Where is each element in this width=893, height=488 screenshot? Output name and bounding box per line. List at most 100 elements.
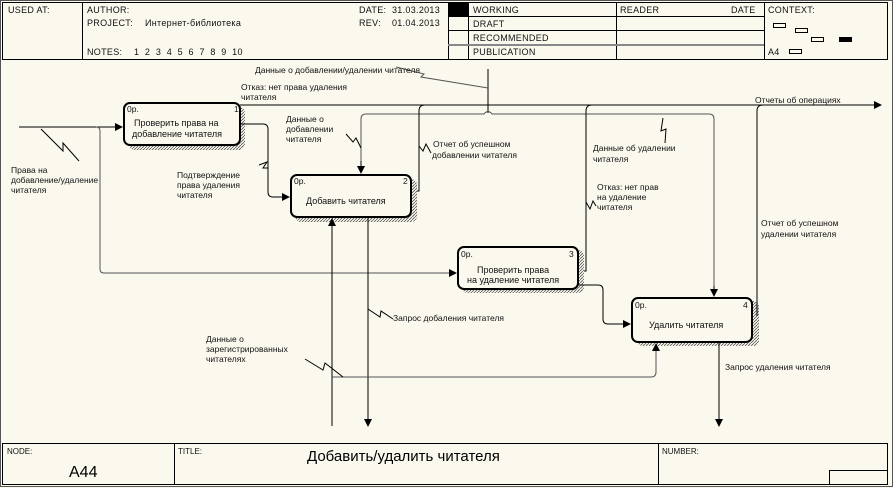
working-status-marker	[449, 3, 468, 16]
arrow-refusal-rights[interactable]	[584, 104, 593, 272]
label-registered-readers: читателях	[206, 354, 246, 364]
diagram-title: Добавить/удалить читателя	[307, 448, 500, 465]
reader-date-label: DATE	[731, 5, 756, 15]
label-add-data: добавлении	[286, 124, 334, 134]
box-cost: 0р.	[294, 176, 306, 186]
project-label: PROJECT:	[87, 18, 133, 28]
divider	[448, 3, 449, 59]
box-number: 3	[569, 249, 574, 259]
context-box-icon	[811, 37, 824, 42]
project-value: Интернет-библиотека	[145, 18, 242, 28]
label-rights: читателя	[11, 185, 47, 195]
arrow-add-success[interactable]	[417, 104, 426, 192]
label-registered-readers: Данные о	[206, 334, 244, 344]
author-label: AUTHOR:	[87, 5, 130, 15]
label-delete-success: Отчет об успешном	[761, 218, 839, 228]
date-value: 31.03.2013	[392, 5, 441, 15]
label-confirm-delete-rights: читателя	[177, 190, 213, 200]
squiggle-icon	[395, 66, 489, 89]
arrow-confirm-add[interactable]	[240, 123, 290, 201]
arrow-rights-confirmed[interactable]	[578, 284, 631, 328]
node-value: A44	[69, 464, 98, 481]
box-label: Проверить права	[477, 265, 549, 275]
divider	[764, 3, 765, 59]
box-label: Удалить читателя	[649, 320, 723, 330]
box-label: на удаление читателя	[467, 275, 559, 285]
context-label: CONTEXT:	[768, 5, 815, 15]
label-refusal-no-rights: Отказ: нет прав	[597, 182, 659, 192]
activity-box-2[interactable]: 0р. 2 Добавить читателя	[290, 174, 412, 218]
label-add-success: добавлении читателя	[432, 150, 517, 160]
number-box	[829, 470, 888, 485]
divider	[616, 16, 764, 17]
label-add-data: Данные о	[286, 114, 324, 124]
notes-label: NOTES:	[87, 47, 123, 57]
label-delete-data: Данные об удалении	[593, 143, 676, 153]
divider	[82, 3, 83, 59]
status-working: WORKING	[473, 5, 520, 15]
status-publication: PUBLICATION	[473, 47, 536, 57]
squiggle-icon	[345, 133, 362, 149]
divider	[616, 30, 764, 31]
arrow-rights-delete[interactable]	[95, 126, 457, 277]
status-draft: DRAFT	[473, 19, 505, 29]
arrow-registered-readers[interactable]	[332, 343, 660, 378]
activity-box-1[interactable]: 0р. 1 Проверить права на добавление чита…	[123, 102, 241, 146]
label-add-data: читателя	[286, 134, 322, 144]
context-size: A4	[768, 47, 780, 57]
squiggle-icon	[585, 199, 597, 211]
box-number: 1	[234, 104, 239, 114]
footer-block: NODE: A44 TITLE: Добавить/удалить читате…	[2, 443, 888, 485]
squiggle-icon	[258, 160, 269, 169]
label-refusal-no-delete: читателя	[241, 92, 277, 102]
arrow-delete-success[interactable]	[756, 104, 764, 316]
label-rights: добавление/удаление	[11, 175, 98, 185]
label-refusal-no-rights: на удаление	[597, 192, 647, 202]
label-delete-request: Запрос удаления читателя	[725, 362, 831, 372]
box-label: Проверить права на	[134, 118, 219, 128]
divider	[448, 16, 616, 17]
header-block: USED AT: AUTHOR: PROJECT: Интернет-библи…	[2, 2, 888, 60]
divider	[174, 444, 175, 484]
number-label: NUMBER:	[662, 447, 699, 456]
squiggle-icon	[367, 308, 394, 320]
label-delete-success: удалении читателя	[761, 229, 837, 239]
label-add-request: Запрос добаления читателя	[393, 313, 504, 323]
box-number: 4	[743, 300, 748, 310]
box-cost: 0р.	[635, 300, 647, 310]
box-number: 2	[403, 176, 408, 186]
context-box-icon	[773, 23, 786, 28]
label-input-add-delete: Данные о добавлении/удалении читателя	[255, 65, 420, 75]
box-label: добавление читателя	[132, 129, 222, 139]
label-registered-readers: зарегистрированных	[206, 344, 289, 354]
divider	[616, 44, 764, 46]
date-label: DATE:	[359, 5, 387, 15]
node-label: NODE:	[7, 447, 33, 456]
label-add-success: Отчет об успешном	[433, 139, 511, 149]
reader-label: READER	[620, 5, 660, 15]
squiggle-icon	[418, 142, 432, 154]
label-reports: Отчеты об операциях	[755, 95, 841, 105]
used-at-label: USED AT:	[8, 5, 50, 15]
activity-box-4[interactable]: 0р. 4 Удалить читателя	[631, 297, 753, 343]
context-box-icon	[795, 28, 808, 33]
divider	[448, 30, 616, 31]
divider	[468, 3, 469, 59]
label-confirm-delete-rights: Подтверждение	[177, 170, 240, 180]
label-refusal-no-delete: Отказ: нет права удаления	[241, 82, 347, 92]
context-box-icon	[789, 49, 802, 54]
divider	[658, 444, 659, 484]
label-refusal-no-rights: читателя	[597, 202, 633, 212]
box-cost: 0р.	[127, 104, 139, 114]
label-rights: Права на	[11, 165, 48, 175]
rev-label: REV:	[359, 18, 381, 28]
status-recommended: RECOMMENDED	[473, 33, 549, 43]
arrow-data-distribution[interactable]	[360, 111, 715, 297]
label-confirm-delete-rights: права удаления	[177, 180, 240, 190]
activity-box-3[interactable]: 0р. 3 Проверить права на удаление читате…	[457, 246, 579, 290]
divider	[448, 44, 616, 46]
context-current-box-icon	[839, 37, 852, 42]
divider	[616, 3, 617, 59]
